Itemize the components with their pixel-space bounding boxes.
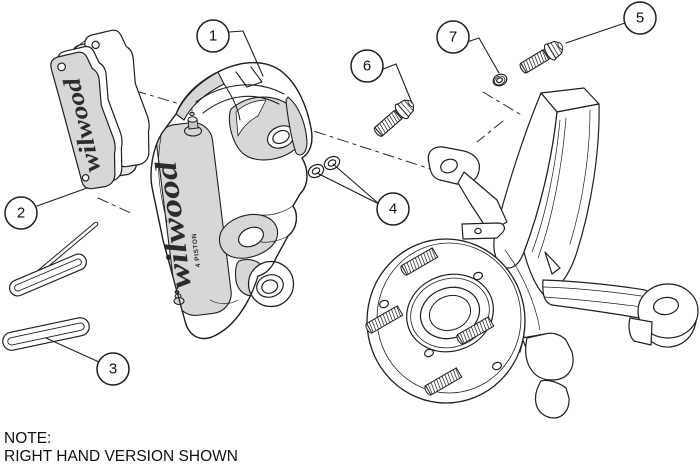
leader-line-1 xyxy=(228,30,264,77)
mount-boss-lower xyxy=(461,222,505,240)
note-body: RIGHT HAND VERSION SHOWN xyxy=(4,448,238,465)
callout-2: 2 xyxy=(4,196,38,230)
callout-3: 3 xyxy=(96,352,130,386)
caliper-piston-label: 4 PISTON xyxy=(191,233,202,268)
caliper-logo-panel xyxy=(156,122,232,316)
callout-1: 1 xyxy=(196,19,230,53)
leader-line-4a xyxy=(316,172,380,205)
leader-line-7 xyxy=(466,37,500,74)
leader-line-5 xyxy=(565,22,626,44)
leader-line-3 xyxy=(45,337,100,363)
body-crease xyxy=(158,136,168,223)
body-crease xyxy=(261,205,294,216)
hub-bore xyxy=(428,294,472,332)
callout-6-number: 6 xyxy=(363,58,371,75)
mount-boss-hole xyxy=(474,227,482,235)
washer-hole xyxy=(496,77,504,84)
bridge-line xyxy=(202,95,280,114)
arm-edge xyxy=(542,286,649,298)
pad-pin-hole xyxy=(57,62,66,72)
lug-hole xyxy=(492,361,502,371)
tower-inner-edge xyxy=(569,109,591,245)
callout-6: 6 xyxy=(350,49,384,83)
callout-7: 7 xyxy=(436,20,470,54)
small-washer xyxy=(492,73,508,87)
window-highlight xyxy=(235,99,267,137)
caliper-outline xyxy=(150,62,313,340)
knuckle-spike xyxy=(544,251,561,275)
lug-hole xyxy=(424,348,434,358)
caliper-horn-shade xyxy=(285,96,308,156)
mounting-bolt-5 xyxy=(516,36,567,78)
callout-3-number: 3 xyxy=(109,361,117,378)
tower-inner-edge xyxy=(531,119,561,253)
retainer-clip-b xyxy=(2,317,90,351)
brake-caliper: wilwood 4 PISTON xyxy=(149,62,313,340)
brake-pads: wilwood xyxy=(48,26,159,194)
lug-hole xyxy=(473,271,483,281)
callout-4-number: 4 xyxy=(389,201,397,218)
pad-pin-hole xyxy=(91,40,100,50)
callout-5: 5 xyxy=(623,1,657,35)
note: NOTE: RIGHT HAND VERSION SHOWN xyxy=(4,430,238,465)
body-crease xyxy=(260,235,289,243)
centerline-bolt-lower xyxy=(476,120,504,143)
bridge-line xyxy=(195,84,285,103)
leader-line-6 xyxy=(380,63,413,104)
body-crease xyxy=(223,83,241,121)
leader-line-2 xyxy=(36,187,88,207)
callout-7-number: 7 xyxy=(449,29,457,46)
callout-2-number: 2 xyxy=(17,205,25,222)
pad-pin-hole xyxy=(81,173,90,182)
spindle-knuckle xyxy=(427,87,699,419)
arm-notch-block xyxy=(628,317,653,346)
arm-eye-hole xyxy=(652,296,680,316)
centerline-pad-pin xyxy=(97,197,134,215)
callout-5-number: 5 xyxy=(636,10,644,27)
callouts: 1 2 3 4 5 6 7 xyxy=(4,1,657,386)
mounting-bolt-6 xyxy=(370,95,419,141)
callout-4: 4 xyxy=(376,192,410,226)
wheel-hub xyxy=(364,238,526,404)
lug-hole xyxy=(379,299,389,309)
knuckle-body-line xyxy=(504,249,541,331)
centerline-caliper-to-knuckle xyxy=(291,123,441,173)
boss-bore-inner xyxy=(261,279,279,294)
note-heading: NOTE: xyxy=(4,430,51,447)
bleeder-screw-top xyxy=(183,108,203,137)
mount-ear-hole xyxy=(440,158,458,174)
piston-bore-lower xyxy=(237,226,265,248)
tower-inner-edge xyxy=(537,117,567,259)
pad-retainer-pins xyxy=(2,221,99,351)
knuckle-lower-blob xyxy=(534,379,570,419)
piston-bore-inner xyxy=(272,129,290,145)
bridge-slot xyxy=(235,66,263,88)
centerline-bolt-upper xyxy=(482,91,524,117)
steering-arm xyxy=(542,279,657,321)
callout-1-number: 1 xyxy=(209,28,217,45)
leader-line-4b xyxy=(332,163,380,205)
knuckle-lower-pocket xyxy=(525,332,574,381)
body-crease xyxy=(209,299,239,305)
retainer-clip-a xyxy=(9,253,87,297)
